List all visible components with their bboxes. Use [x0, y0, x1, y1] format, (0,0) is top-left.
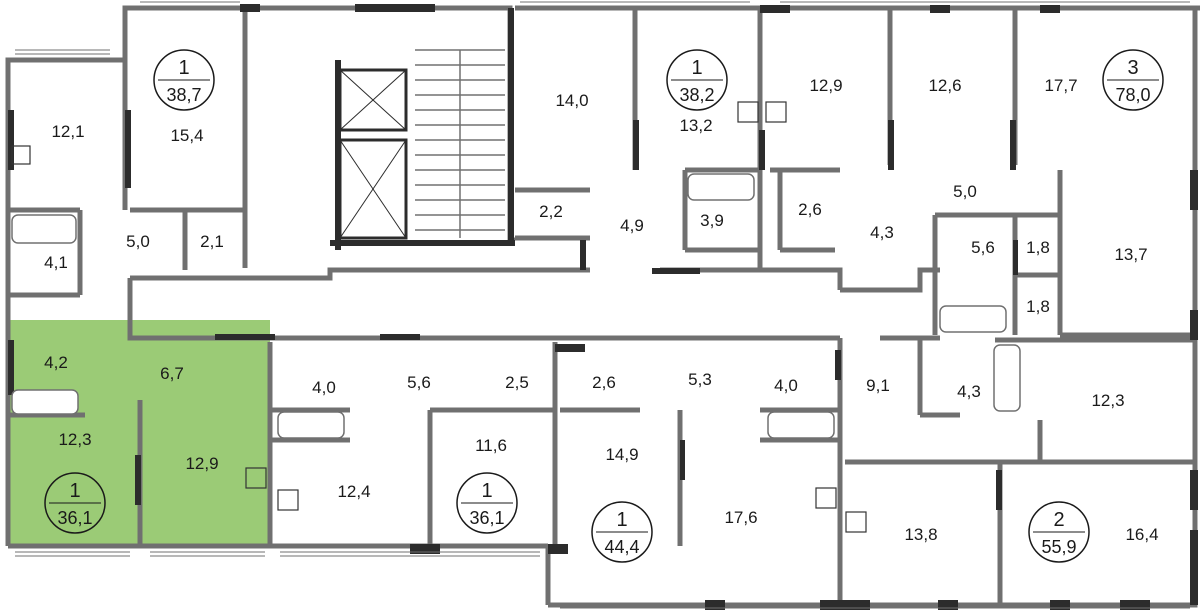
room-area-label: 15,4 [170, 126, 203, 145]
apartment-rooms-count: 1 [69, 480, 80, 502]
room-area-label: 2,6 [798, 200, 822, 219]
apartment-total-area: 78,0 [1115, 85, 1150, 105]
room-area-label: 4,3 [957, 382, 981, 401]
room-area-label: 2,2 [539, 202, 563, 221]
apartment-badge[interactable]: 378,0 [1102, 49, 1164, 111]
room-area-label: 16,4 [1125, 525, 1158, 544]
room-area-label: 4,1 [44, 253, 68, 272]
room-area-label: 3,9 [700, 211, 724, 230]
apartment-total-area: 36,1 [57, 508, 92, 528]
apartment-total-area: 38,2 [679, 85, 714, 105]
apartment-rooms-count: 1 [178, 57, 189, 79]
apartment-badge[interactable]: 138,7 [153, 49, 215, 111]
stairs [415, 49, 505, 238]
room-area-label: 12,9 [185, 454, 218, 473]
walls [5, 5, 1200, 608]
apartment-total-area: 55,9 [1041, 537, 1076, 557]
room-area-label: 5,6 [407, 373, 431, 392]
room-area-label: 4,0 [312, 378, 336, 397]
room-area-label: 12,9 [809, 76, 842, 95]
room-area-label: 14,9 [605, 445, 638, 464]
room-area-label: 4,0 [774, 376, 798, 395]
apartment-badge[interactable]: 136,1 [44, 472, 106, 534]
room-area-label: 12,3 [58, 430, 91, 449]
stair-core [338, 68, 408, 240]
room-area-label: 17,7 [1044, 76, 1077, 95]
room-area-label: 12,4 [337, 482, 370, 501]
room-area-label: 2,6 [592, 373, 616, 392]
stove-icons [11, 101, 867, 533]
room-area-label: 12,6 [928, 76, 961, 95]
dark-wall-segments [8, 4, 1198, 610]
room-area-label: 5,0 [953, 182, 977, 201]
room-area-label: 9,1 [866, 376, 890, 395]
room-area-label: 6,7 [160, 364, 184, 383]
apartment-badge[interactable]: 144,4 [591, 501, 653, 563]
room-labels: 12,1 15,4 5,0 2,1 4,1 14,0 13,2 2,2 4,9 … [44, 76, 1158, 544]
apartment-rooms-count: 1 [481, 480, 492, 502]
room-area-label: 13,7 [1114, 245, 1147, 264]
room-area-label: 4,2 [44, 353, 68, 372]
room-area-label: 1,8 [1026, 297, 1050, 316]
room-area-label: 11,6 [475, 436, 507, 455]
apartment-total-area: 36,1 [469, 508, 504, 528]
room-area-label: 4,3 [870, 223, 894, 242]
room-area-label: 2,5 [505, 373, 529, 392]
apartment-rooms-count: 1 [691, 57, 702, 79]
room-area-label: 17,6 [724, 508, 757, 527]
room-area-label: 2,1 [200, 232, 224, 251]
apartment-rooms-count: 2 [1053, 509, 1064, 531]
room-area-label: 12,3 [1091, 391, 1124, 410]
apartment-badge[interactable]: 138,2 [666, 49, 728, 111]
room-area-label: 13,2 [679, 116, 712, 135]
room-area-label: 4,9 [620, 216, 644, 235]
room-area-label: 1,8 [1026, 238, 1050, 257]
apartment-rooms-count: 3 [1127, 57, 1138, 79]
apartment-badge[interactable]: 136,1 [456, 472, 518, 534]
room-area-label: 5,3 [688, 370, 712, 389]
apartment-total-area: 38,7 [166, 85, 201, 105]
room-area-label: 12,1 [51, 122, 84, 141]
room-area-label: 14,0 [555, 91, 588, 110]
bathtubs [11, 173, 1021, 439]
apartment-rooms-count: 1 [616, 509, 627, 531]
windows [15, 1, 1190, 609]
apartment-badge[interactable]: 255,9 [1028, 501, 1090, 563]
room-area-label: 5,6 [971, 238, 995, 257]
room-area-label: 13,8 [904, 525, 937, 544]
room-area-label: 5,0 [126, 232, 150, 251]
apartment-total-area: 44,4 [604, 537, 639, 557]
